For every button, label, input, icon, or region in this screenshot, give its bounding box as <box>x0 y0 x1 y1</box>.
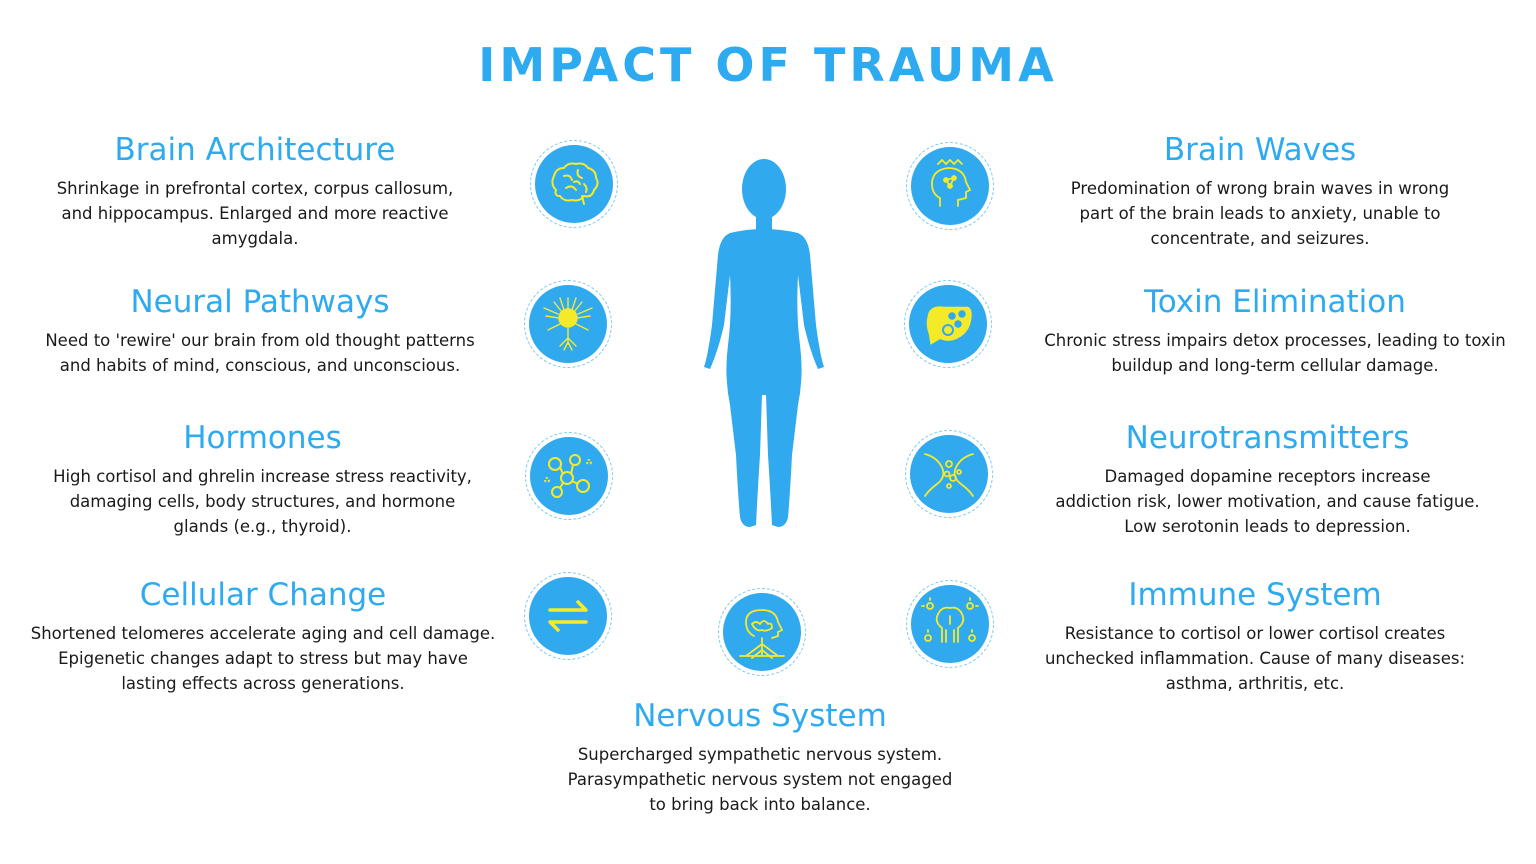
section-immune-system: Immune System Resistance to cortisol or … <box>1030 577 1480 696</box>
section-heading: Brain Waves <box>1163 132 1357 168</box>
nervous-system-icon <box>739 609 785 659</box>
page-title: IMPACT OF TRAUMA <box>478 38 1058 92</box>
exchange-arrows-icon <box>548 600 588 632</box>
liver-icon <box>925 304 974 348</box>
section-heading: Immune System <box>1128 577 1382 613</box>
section-heading: Neurotransmitters <box>1125 420 1410 456</box>
section-hormones: Hormones High cortisol and ghrelin incre… <box>20 420 505 539</box>
section-text: Chronic stress impairs detox processes, … <box>1044 331 1506 375</box>
neuron-tree-icon <box>543 297 593 351</box>
section-text: Resistance to cortisol or lower cortisol… <box>1044 624 1466 693</box>
section-nervous-system: Nervous System Supercharged sympathetic … <box>540 698 980 817</box>
section-text: Damaged dopamine receptors increase addi… <box>1055 467 1480 536</box>
molecule-icon <box>544 454 592 498</box>
section-neural-pathways: Neural Pathways Need to 'rewire' our bra… <box>20 284 500 378</box>
section-heading: Hormones <box>183 420 342 456</box>
section-heading: Nervous System <box>633 698 887 734</box>
brain-waves-icon-badge <box>906 142 994 230</box>
hormones-icon-badge <box>525 432 613 520</box>
section-cellular-change: Cellular Change Shortened telomeres acce… <box>18 577 508 696</box>
section-heading: Toxin Elimination <box>1144 284 1406 320</box>
section-heading: Brain Architecture <box>114 132 396 168</box>
section-brain-architecture: Brain Architecture Shrinkage in prefront… <box>20 132 490 251</box>
section-toxin-elimination: Toxin Elimination Chronic stress impairs… <box>1030 284 1520 378</box>
section-neurotransmitters: Neurotransmitters Damaged dopamine recep… <box>1035 420 1500 539</box>
toxin-elimination-icon-badge <box>904 280 992 368</box>
immune-system-icon-badge <box>906 580 994 668</box>
immune-cell-icon <box>921 597 979 643</box>
section-text: Supercharged sympathetic nervous system.… <box>567 745 953 814</box>
nervous-system-icon-badge <box>718 588 806 676</box>
section-heading: Cellular Change <box>139 577 387 613</box>
neurotransmitters-icon-badge <box>905 430 993 518</box>
section-heading: Neural Pathways <box>130 284 390 320</box>
section-text: High cortisol and ghrelin increase stres… <box>53 467 472 536</box>
synapse-icon <box>924 453 974 497</box>
section-text: Shortened telomeres accelerate aging and… <box>30 624 496 693</box>
section-text: Shrinkage in prefrontal cortex, corpus c… <box>56 179 454 248</box>
neural-pathways-icon-badge <box>524 280 612 368</box>
section-text: Predomination of wrong brain waves in wr… <box>1070 179 1450 248</box>
brain-architecture-icon-badge <box>530 140 618 228</box>
head-brainwaves-icon <box>931 158 972 207</box>
brain-icon <box>551 162 599 205</box>
section-brain-waves: Brain Waves Predomination of wrong brain… <box>1030 132 1490 251</box>
human-silhouette <box>704 159 824 527</box>
cellular-change-icon-badge <box>524 572 612 660</box>
section-text: Need to 'rewire' our brain from old thou… <box>45 331 475 375</box>
